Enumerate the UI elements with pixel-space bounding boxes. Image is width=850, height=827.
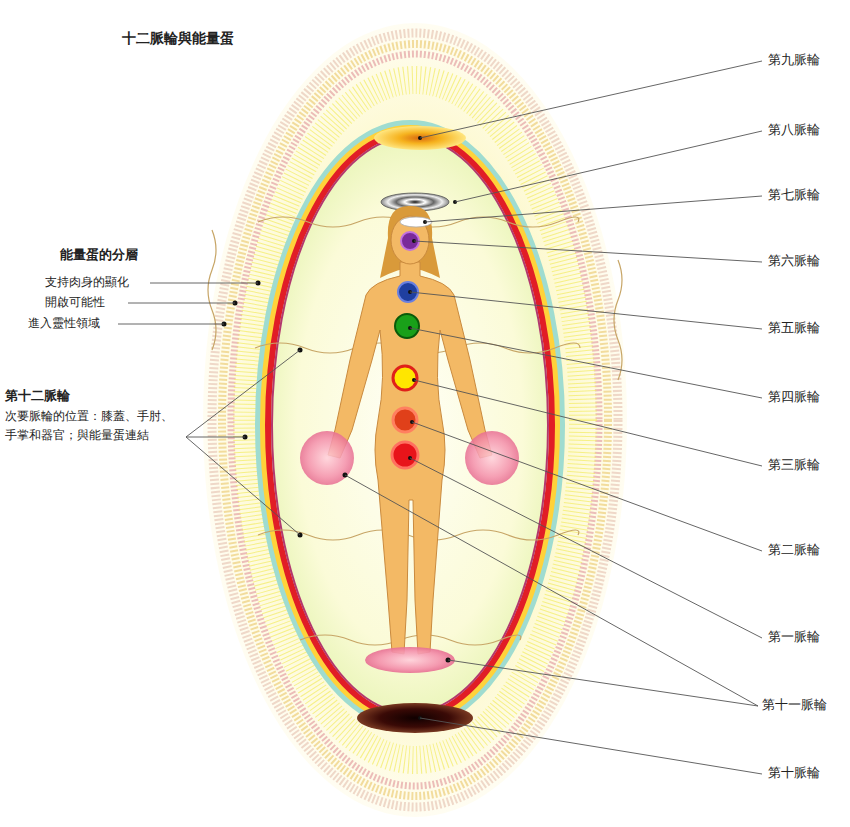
chakra-label: 第七脈輪 <box>768 187 820 203</box>
chakra-label: 第二脈輪 <box>768 542 820 558</box>
chakra-label: 第九脈輪 <box>768 52 820 68</box>
diagram-title: 十二脈輪與能量蛋 <box>122 30 234 47</box>
chakra-label: 第三脈輪 <box>768 457 820 473</box>
chakra-note: 次要脈輪的位置：膝蓋、手肘、手掌和器官；與能量蛋連結 <box>5 407 183 444</box>
chakra-label: 第十一脈輪 <box>762 697 827 713</box>
chakra-label: 第六脈輪 <box>768 253 820 269</box>
chakra-label: 第八脈輪 <box>768 122 820 138</box>
chakra-label: 第五脈輪 <box>768 320 820 336</box>
chakra-label: 第十脈輪 <box>768 765 820 781</box>
layers-heading: 能量蛋的分層 <box>60 247 138 263</box>
layer-label: 開啟可能性 <box>45 295 105 309</box>
chakra-label: 第一脈輪 <box>768 629 820 645</box>
chakra-label: 第十二脈輪 <box>5 388 70 404</box>
layer-label: 進入靈性領域 <box>28 316 100 330</box>
layer-label: 支持肉身的顯化 <box>45 275 129 289</box>
chakra-label: 第四脈輪 <box>768 389 820 405</box>
